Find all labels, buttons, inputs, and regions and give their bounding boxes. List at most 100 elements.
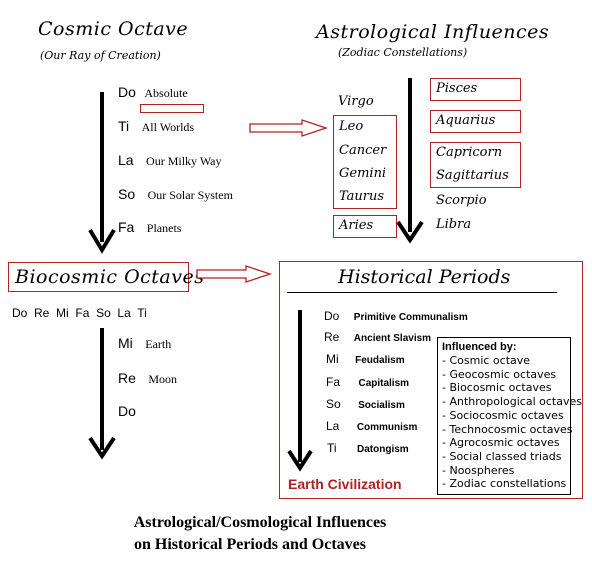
influence-item: - Biocosmic octaves (442, 381, 552, 395)
cosmic-note-row: Do Absolute (118, 84, 188, 102)
zodiac-aquarius-box (430, 110, 521, 133)
note-syllable: Mi (326, 352, 339, 366)
note-syllable: Re (324, 330, 340, 344)
historical-title-rule (287, 292, 557, 293)
zodiac-down-arrow (396, 78, 424, 244)
zodiac-sign: Libra (436, 217, 472, 232)
astrological-title: Astrological Influences (316, 21, 550, 43)
biocosmic-title: Biocosmic Octaves (15, 266, 205, 288)
note-syllable: Do (118, 403, 136, 419)
period-label: Capitalism (358, 378, 410, 389)
absolute-underline-box (140, 104, 204, 113)
note-syllable: So (326, 397, 341, 411)
period-label: Feudalism (355, 355, 405, 366)
biocosmic-note-row: Do (118, 403, 144, 421)
influence-item: - Social classed triads (442, 449, 562, 463)
note-syllable: La (118, 152, 134, 168)
note-syllable: Ti (118, 118, 130, 134)
note-label: Moon (148, 372, 178, 386)
influence-item: - Sociocosmic octaves (442, 408, 564, 422)
zodiac-sign: Aries (339, 218, 374, 233)
scale-note: Mi (56, 306, 69, 320)
influence-item: - Cosmic octave (442, 354, 531, 367)
note-syllable: Ti (327, 441, 337, 455)
hollow-arrow-to-zodiac (249, 119, 329, 137)
cosmic-note-row: Ti All Worlds (118, 118, 194, 136)
zodiac-sign: Pisces (436, 81, 478, 96)
note-syllable: Fa (326, 375, 341, 389)
historical-note-row: Ti Datongism (327, 439, 409, 457)
historical-periods-title: Historical Periods (338, 266, 511, 288)
influence-item: - Noospheres (442, 463, 515, 477)
zodiac-sign: Gemini (339, 166, 387, 181)
period-label: Primitive Communalism (353, 312, 468, 323)
cosmic-note-row: Fa Planets (118, 219, 181, 237)
historical-note-row: Mi Feudalism (326, 350, 405, 368)
zodiac-sign: Aquarius (436, 113, 496, 128)
note-syllable: La (326, 419, 340, 433)
biocosmic-title-box (8, 262, 189, 292)
influence-item: - Agrocosmic octaves (442, 436, 560, 450)
zodiac-group-box (333, 115, 397, 209)
period-label: Ancient Slavism (353, 333, 432, 344)
note-label: Our Solar System (147, 188, 233, 202)
scale-note: La (117, 306, 131, 320)
hollow-arrow-to-historical (196, 265, 273, 283)
scale-note: Ti (137, 306, 147, 320)
historical-note-row: Fa Capitalism (326, 373, 409, 391)
cosmic-octave-subtitle: (Our Ray of Creation) (40, 49, 161, 62)
biocosmic-down-arrow (88, 328, 116, 460)
note-label: Our Milky Way (146, 154, 222, 168)
zodiac-capricorn-sagittarius-box (430, 142, 521, 188)
cosmic-down-arrow (88, 92, 116, 254)
cosmic-note-row: So Our Solar System (118, 186, 233, 204)
period-label: Socialism (358, 400, 405, 411)
cosmic-octave-title: Cosmic Octave (38, 18, 189, 40)
zodiac-sign: Scorpio (436, 193, 487, 208)
historical-note-row: Do Primitive Communalism (324, 307, 468, 325)
zodiac-sign: Virgo (338, 94, 374, 109)
scale-note: Fa (75, 306, 90, 320)
caption-line-2: on Historical Periods and Octaves (134, 536, 366, 553)
astrological-subtitle: (Zodiac Constellations) (338, 46, 468, 59)
caption-line-1: Astrological/Cosmological Influences (133, 514, 387, 531)
influenced-by-title: Influenced by: (442, 341, 517, 353)
zodiac-sign: Cancer (339, 143, 387, 158)
historical-note-row: Re Ancient Slavism (324, 328, 431, 346)
period-label: Communism (356, 422, 418, 433)
biocosmic-scale: Do Re Mi Fa So La Ti (12, 306, 147, 320)
earth-civilization-label: Earth Civilization (288, 476, 402, 492)
zodiac-pisces-box (430, 78, 521, 101)
note-syllable: Mi (118, 335, 133, 351)
note-label: All Worlds (141, 120, 195, 134)
historical-down-arrow (287, 310, 313, 472)
historical-note-row: So Socialism (326, 395, 405, 413)
note-label: Planets (146, 221, 182, 235)
scale-note: So (96, 306, 111, 320)
cosmic-note-row: La Our Milky Way (118, 152, 222, 170)
historical-note-row: La Communism (326, 417, 417, 435)
zodiac-sign: Taurus (339, 189, 385, 204)
biocosmic-note-row: Mi Earth (118, 335, 171, 353)
zodiac-sign: Leo (339, 119, 364, 134)
note-label: Earth (145, 337, 172, 351)
zodiac-sign: Capricorn (436, 145, 503, 160)
note-syllable: Fa (118, 219, 135, 235)
scale-note: Do (12, 306, 28, 320)
period-label: Datongism (357, 444, 409, 455)
note-syllable: Do (118, 84, 136, 100)
influence-item: - Anthropological octaves (442, 395, 582, 409)
scale-note: Re (34, 306, 50, 320)
note-syllable: Do (324, 309, 340, 323)
note-syllable: So (118, 186, 136, 202)
influence-item: - Technocosmic octaves (442, 422, 573, 436)
zodiac-aries-box (333, 215, 397, 238)
note-syllable: Re (118, 370, 136, 386)
influence-item: - Zodiac constellations (442, 477, 567, 491)
historical-periods-box (279, 261, 583, 499)
zodiac-sign: Sagittarius (436, 168, 509, 183)
biocosmic-note-row: Re Moon (118, 370, 177, 388)
influenced-by-box: Influenced by: - Cosmic octave - Geocosm… (437, 337, 582, 495)
note-label: Absolute (144, 86, 188, 100)
